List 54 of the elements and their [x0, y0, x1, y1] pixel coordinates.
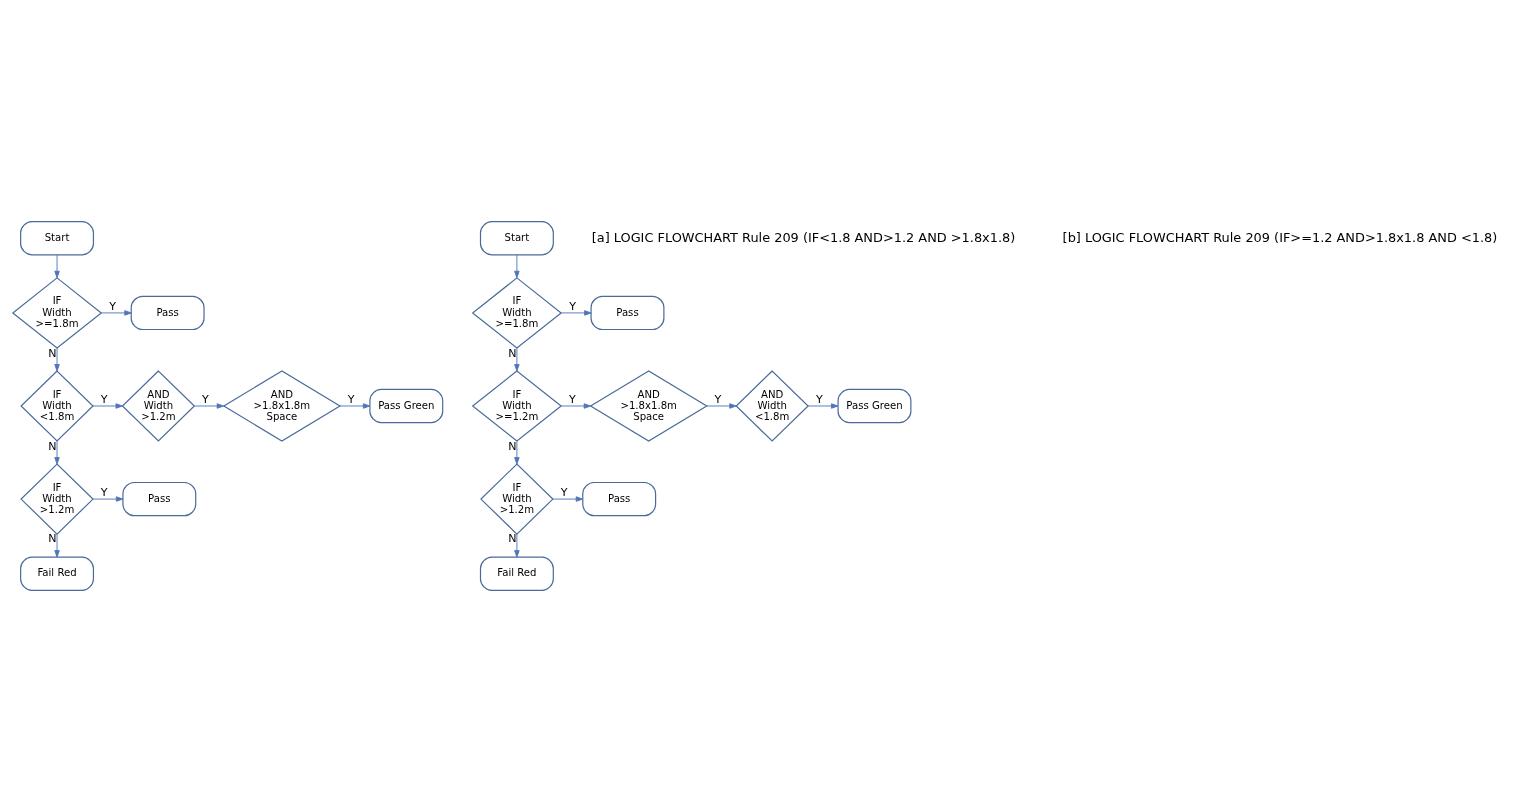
edge-label: Y	[815, 392, 823, 406]
edge-label: Y	[100, 392, 108, 406]
edge-label: N	[508, 346, 517, 360]
edge-label: Y	[202, 392, 209, 406]
edge-label: Y	[560, 485, 568, 499]
node-diamond: IF Width >=1.2m	[471, 369, 563, 442]
node-box: Pass Green	[837, 388, 912, 423]
label: [a] LOGIC FLOWCHART Rule 209 (IF<1.8 AND>1.2 AND >1.8x1.8)	[591, 229, 1016, 245]
edge-label: Y	[714, 392, 722, 406]
edge-label: N	[48, 346, 57, 360]
node-diamond: IF Width <1.8m	[20, 369, 94, 442]
arrow	[54, 254, 60, 278]
node-box: Pass	[582, 481, 657, 516]
arrow	[514, 440, 520, 464]
label: [b] LOGIC FLOWCHART Rule 209 (IF>=1.2 AND>1.8x1.8 AND <1.8)	[1062, 229, 1498, 245]
edge-label: Y	[569, 299, 576, 313]
node-diamond: AND Width >1.2m	[121, 369, 196, 442]
node-diamond: IF Width >=1.8m	[471, 276, 563, 349]
node-box: Pass Green	[369, 388, 444, 423]
node-diamond: IF Width >=1.8m	[11, 276, 103, 349]
arrow	[706, 402, 737, 409]
arrow	[552, 495, 584, 502]
edge-label: Y	[109, 299, 117, 313]
node-box: Pass	[122, 481, 197, 516]
edge-label: Y	[568, 392, 576, 406]
edge-label: N	[508, 439, 517, 453]
node-diamond: IF Width >1.2m	[480, 462, 554, 535]
arrow	[514, 254, 520, 278]
arrow	[92, 402, 123, 409]
edge-label: Y	[347, 392, 355, 406]
arrow	[514, 347, 520, 371]
arrow	[807, 402, 839, 409]
arrow	[54, 533, 60, 557]
arrow	[514, 533, 520, 557]
arrow	[54, 347, 60, 371]
arrow	[194, 402, 225, 409]
node-diamond: AND >1.8x1.8m Space	[589, 369, 708, 442]
node-diamond: AND >1.8x1.8m Space	[222, 369, 342, 442]
arrow	[101, 309, 132, 316]
arrow	[560, 309, 592, 316]
node-box: Pass	[590, 295, 665, 330]
arrow	[54, 440, 60, 464]
edge-label: N	[48, 439, 57, 453]
arrow	[560, 402, 592, 409]
arrow	[339, 402, 371, 409]
arrow	[92, 495, 124, 502]
node-diamond: AND Width <1.8m	[735, 369, 809, 442]
node-diamond: IF Width >1.2m	[20, 462, 94, 535]
node-box: Start	[20, 220, 95, 255]
node-box: Start	[479, 220, 554, 255]
edge-label: Y	[100, 485, 108, 499]
node-box: Fail Red	[20, 556, 95, 591]
node-box: Fail Red	[479, 556, 554, 591]
node-box: Pass	[130, 295, 205, 330]
